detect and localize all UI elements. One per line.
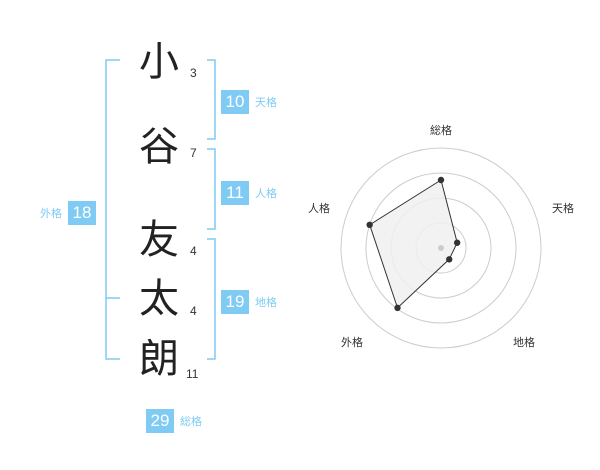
axis-label-chikaku: 地格 bbox=[513, 335, 535, 349]
axis-label-tenkaku: 天格 bbox=[552, 201, 574, 215]
tenkaku-value: 10 bbox=[221, 90, 249, 114]
soukaku-value: 29 bbox=[146, 409, 174, 433]
jinkaku-bracket bbox=[207, 148, 216, 230]
radar-ring bbox=[340, 147, 542, 349]
chikaku-badge: 19 地格 bbox=[221, 290, 277, 314]
gaikaku-badge: 外格 18 bbox=[40, 201, 96, 225]
radar-points bbox=[366, 176, 461, 312]
jinkaku-label: 人格 bbox=[255, 187, 277, 200]
name-char-4: 太 bbox=[139, 276, 179, 322]
chikaku-bracket bbox=[207, 238, 216, 360]
tenkaku-label: 天格 bbox=[255, 96, 277, 109]
radar-point-2 bbox=[453, 239, 461, 246]
jinkaku-badge: 11 人格 bbox=[221, 181, 277, 205]
radar-data-polygon bbox=[369, 179, 458, 309]
name-char-2: 谷 bbox=[139, 124, 179, 170]
tenkaku-badge: 10 天格 bbox=[221, 90, 277, 114]
soukaku-label: 総格 bbox=[180, 415, 202, 428]
axis-label-gaikaku: 外格 bbox=[341, 335, 363, 349]
radar-ring bbox=[365, 172, 517, 324]
stroke-count-1: 3 bbox=[190, 66, 197, 80]
tenkaku-bracket bbox=[207, 59, 216, 140]
axis-label-jinkaku: 人格 bbox=[308, 201, 330, 215]
radar-center-dot bbox=[438, 245, 444, 251]
axis-label-soukaku: 総格 bbox=[430, 123, 452, 137]
gaikaku-bracket bbox=[105, 59, 120, 360]
stroke-count-3: 4 bbox=[190, 244, 197, 258]
name-char-5: 朗 bbox=[139, 336, 179, 382]
gaikaku-label: 外格 bbox=[40, 207, 62, 220]
radar-point-1 bbox=[437, 176, 445, 184]
jinkaku-value: 11 bbox=[221, 181, 249, 205]
gaikaku-value: 18 bbox=[68, 201, 96, 225]
radar-point-3 bbox=[446, 256, 453, 263]
chikaku-value: 19 bbox=[221, 290, 249, 314]
stroke-count-4: 4 bbox=[190, 304, 197, 318]
chikaku-label: 地格 bbox=[255, 296, 277, 309]
stroke-count-5: 11 bbox=[186, 367, 199, 381]
name-char-3: 友 bbox=[139, 217, 179, 263]
radar-point-5 bbox=[366, 221, 373, 229]
name-char-1: 小 bbox=[139, 39, 179, 85]
radar-point-4 bbox=[394, 304, 401, 312]
soukaku-badge: 29 総格 bbox=[146, 409, 202, 433]
stroke-count-2: 7 bbox=[190, 146, 197, 160]
